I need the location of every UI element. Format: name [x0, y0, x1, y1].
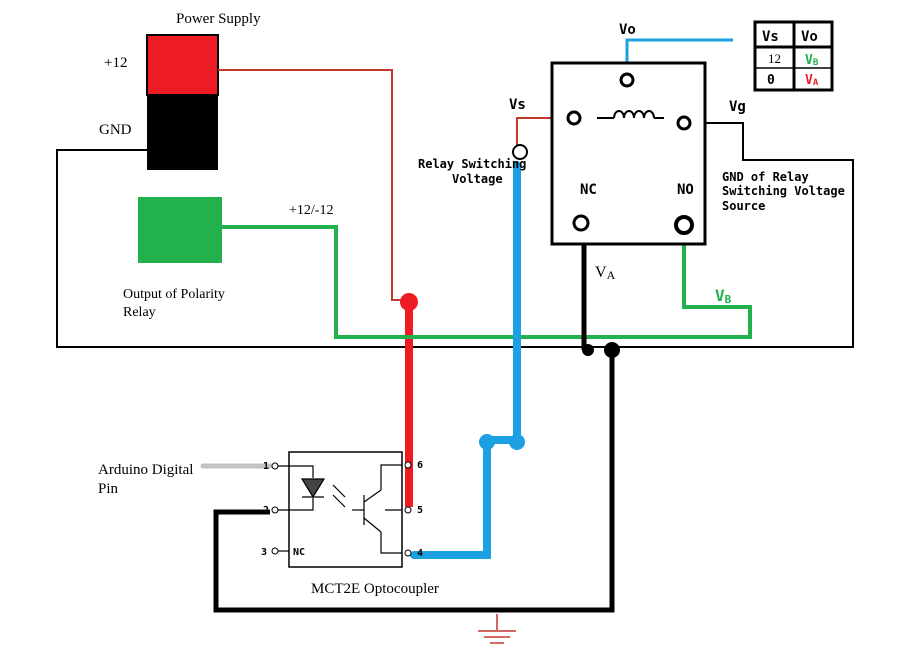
ground-bus-wire [56, 122, 854, 348]
polarity-output-label-line1: Output of Polarity [123, 287, 225, 302]
polarity-output-label-line2: Relay [123, 305, 156, 320]
va-label: VA [595, 264, 616, 282]
optocoupler-name: MCT2E Optocoupler [311, 581, 439, 597]
arduino-label-line1: Arduino Digital [98, 462, 193, 478]
pin5-terminal [404, 506, 412, 514]
no-terminal [674, 215, 694, 235]
pin4-terminal [404, 549, 412, 557]
pin2-label: 2 [263, 505, 269, 516]
positive-label: +12 [104, 55, 127, 71]
pin5-label: 5 [417, 505, 423, 516]
truth-table: Vs Vo 12 VB 0 VA [753, 20, 834, 92]
polarity-relay-block [138, 197, 222, 263]
arduino-label-line2: Pin [98, 481, 119, 497]
pin1-terminal [271, 462, 279, 470]
gnd-source-label-line2: Switching Voltage [722, 184, 845, 198]
pin3-label: 3 [261, 547, 267, 558]
nc-terminal [572, 214, 590, 232]
ground-terminal-block [147, 95, 218, 170]
pin6-label: 6 [417, 460, 423, 471]
red-junction-dot [400, 293, 418, 311]
optocoupler: 1 2 3 4 5 6 NC MCT2E Optocoupler Arduino… [98, 451, 439, 597]
green-wires [222, 225, 752, 339]
pin6-terminal [404, 461, 412, 469]
table-row1-vs: 12 [768, 51, 781, 66]
positive-terminal-block [146, 34, 219, 96]
switching-voltage-label-line2: Voltage [452, 172, 503, 186]
table-header-vo: Vo [801, 29, 818, 45]
table-row2-vs: 0 [767, 73, 775, 88]
pin3-nc-label: NC [293, 547, 305, 558]
relay: Vo Vs Vg NC NO Relay Switching Voltage G… [418, 22, 845, 306]
no-label: NO [677, 182, 694, 198]
polarity-relay-output: Output of Polarity Relay +12/-12 [123, 197, 333, 320]
blue-junction-dot-left [479, 434, 495, 450]
vo-label: Vo [619, 22, 636, 38]
bus-junction-dot-left [582, 344, 594, 356]
coil-icon [597, 110, 664, 119]
led-icon [276, 465, 346, 511]
vg-terminal [676, 115, 692, 131]
relay-body [550, 61, 707, 246]
green-polarity-wire [222, 225, 752, 339]
vs-terminal [566, 110, 582, 126]
blue-junction-dot-right [509, 434, 525, 450]
bus-junction-dot-right [604, 342, 620, 358]
polarity-signal-label: +12/-12 [289, 203, 333, 218]
table-row2-vo: VA [805, 73, 819, 88]
pin3-terminal [271, 547, 279, 555]
gnd-source-label-line1: GND of Relay [722, 170, 809, 184]
table-row1-vo: VB [805, 53, 819, 68]
ground-icon [478, 614, 516, 644]
nc-label: NC [580, 182, 597, 198]
vg-label: Vg [729, 99, 746, 115]
vo-terminal [619, 72, 635, 88]
power-supply-title: Power Supply [176, 11, 261, 27]
table-header-vs: Vs [762, 29, 779, 45]
ground-bus [56, 122, 854, 348]
supply-positive-wire [218, 69, 407, 301]
pin1-label: 1 [263, 461, 269, 472]
vs-label: Vs [509, 97, 526, 113]
vb-label: VB [715, 286, 732, 306]
power-supply: Power Supply +12 GND [99, 11, 261, 170]
phototransistor-icon [352, 464, 402, 554]
vs-source-terminal [512, 144, 528, 160]
black-wires [213, 228, 615, 613]
ground-return-wire [213, 350, 615, 613]
switching-voltage-label-line1: Relay Switching [418, 157, 526, 171]
gnd-source-label-line3: Source [722, 199, 765, 213]
pin2-terminal [271, 506, 279, 514]
ground-label: GND [99, 122, 132, 138]
pin4-label: 4 [417, 548, 423, 559]
blue-emitter-wire [410, 161, 521, 559]
blue-wires [410, 161, 521, 559]
